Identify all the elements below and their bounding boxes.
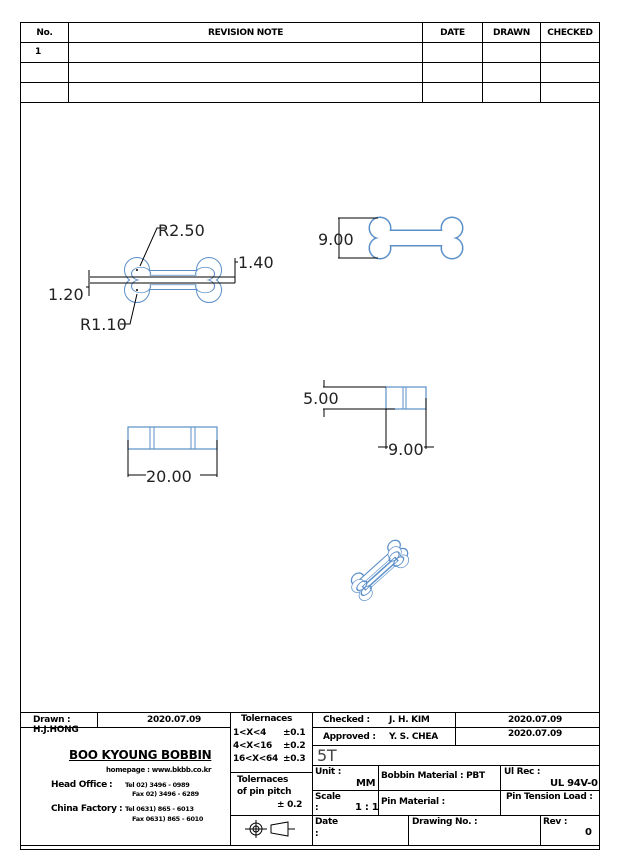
- approved-label: Approved :: [323, 732, 376, 742]
- pin-pitch-value: ± 0.2: [277, 800, 303, 810]
- projection-symbol-box: [230, 815, 313, 846]
- approved-by: Y. S. CHEA: [389, 732, 438, 742]
- dim-side-width: 9.00: [388, 440, 424, 459]
- dim-slot-width: 1.40: [238, 253, 274, 272]
- pin-material: Pin Material :: [378, 790, 501, 816]
- checked-date: 2020.07.09: [455, 712, 600, 728]
- isometric-view: [348, 537, 412, 604]
- scale-box: Scale : 1 : 1: [312, 790, 379, 816]
- dim-thickness: 5.00: [303, 389, 339, 408]
- dim-r-inner: R1.10: [80, 315, 127, 334]
- dim-r-outer: R2.50: [158, 221, 205, 240]
- front-view: 20.00: [127, 426, 218, 486]
- pin-pitch-title: Tolernaces: [237, 775, 289, 785]
- dim-length: 20.00: [146, 467, 192, 486]
- checked-by: J. H. KIM: [389, 715, 430, 725]
- drawn-date: 2020.07.09: [97, 712, 231, 728]
- approved-box: Approved : Y. S. CHEA: [312, 727, 456, 746]
- unit-label: Unit :: [315, 767, 342, 777]
- china-factory-label: China Factory: [51, 804, 117, 814]
- unit-box: Unit : MM: [312, 765, 379, 791]
- plan-view: 9.00: [318, 216, 464, 260]
- company-name: BOO KYOUNG BOBBIN: [69, 748, 212, 762]
- part-name: 5T: [312, 745, 600, 766]
- date-colon: :: [315, 829, 319, 839]
- scale-colon: :: [315, 803, 319, 813]
- approved-date: 2020.07.09: [455, 727, 600, 746]
- head-office-tel: Tel 02) 3496 - 0989: [125, 781, 190, 789]
- scale-label: Scale: [315, 792, 341, 802]
- checked-label: Checked :: [323, 715, 370, 725]
- drawing-no: Drawing No. :: [408, 815, 541, 846]
- rev-box: Rev : 0: [540, 815, 600, 846]
- tolerance-value: ±0.2: [283, 741, 306, 751]
- ul-value: UL 94V-0: [550, 778, 598, 789]
- china-tel: Tel 0631) 865 - 6013: [125, 805, 194, 813]
- dim-wall: 1.20: [48, 285, 84, 304]
- date-box: Date :: [312, 815, 409, 846]
- rev-label: Rev :: [543, 817, 568, 827]
- tolerance-range: 4<X<16: [233, 741, 273, 751]
- homepage: homepage : www.bkbb.co.kr: [106, 766, 212, 774]
- top-view-detail: R2.50 1.40 1.20 R1.10: [48, 221, 274, 334]
- tolerance-value: ±0.3: [283, 754, 306, 764]
- checked-box: Checked : J. H. KIM: [312, 712, 456, 728]
- tolerance-range: 1<X<4: [233, 728, 267, 738]
- head-office-fax: Fax 02) 3496 - 6289: [132, 790, 199, 798]
- bobbin-material: Bobbin Material : PBT: [378, 765, 501, 791]
- rev-value: 0: [585, 827, 592, 838]
- third-angle-projection-icon: [245, 820, 295, 838]
- tolerance-range: 16<X<64: [233, 754, 278, 764]
- pin-pitch-sub: of pin pitch: [237, 787, 292, 797]
- scale-value: 1 : 1: [355, 802, 379, 813]
- china-fax: Fax 0631) 865 - 6010: [132, 815, 204, 823]
- head-office-label: Head Office: [51, 780, 107, 790]
- dim-height-top: 9.00: [318, 230, 354, 249]
- ul-box: Ul Rec : UL 94V-0: [500, 765, 600, 791]
- tolerances-box: Tolernaces 1<X<4 ±0.1 4<X<16 ±0.2 16<X<6…: [230, 712, 313, 773]
- drawn-by: Drawn : H.J.HONG: [20, 712, 98, 735]
- date-label: Date: [315, 817, 338, 827]
- colon: :: [109, 780, 113, 790]
- pin-tension: Pin Tension Load :: [500, 790, 600, 816]
- company-block: BOO KYOUNG BOBBIN homepage : www.bkbb.co…: [20, 727, 231, 846]
- side-view: 5.00 9.00: [303, 380, 434, 459]
- tolerance-value: ±0.1: [283, 728, 306, 738]
- ul-label: Ul Rec :: [504, 767, 541, 777]
- pin-pitch-box: Tolernaces of pin pitch ± 0.2: [230, 772, 313, 816]
- colon: :: [119, 804, 123, 814]
- unit-value: MM: [356, 778, 376, 789]
- tolerances-title: Tolernaces: [241, 714, 293, 724]
- row-checked: [540, 82, 600, 103]
